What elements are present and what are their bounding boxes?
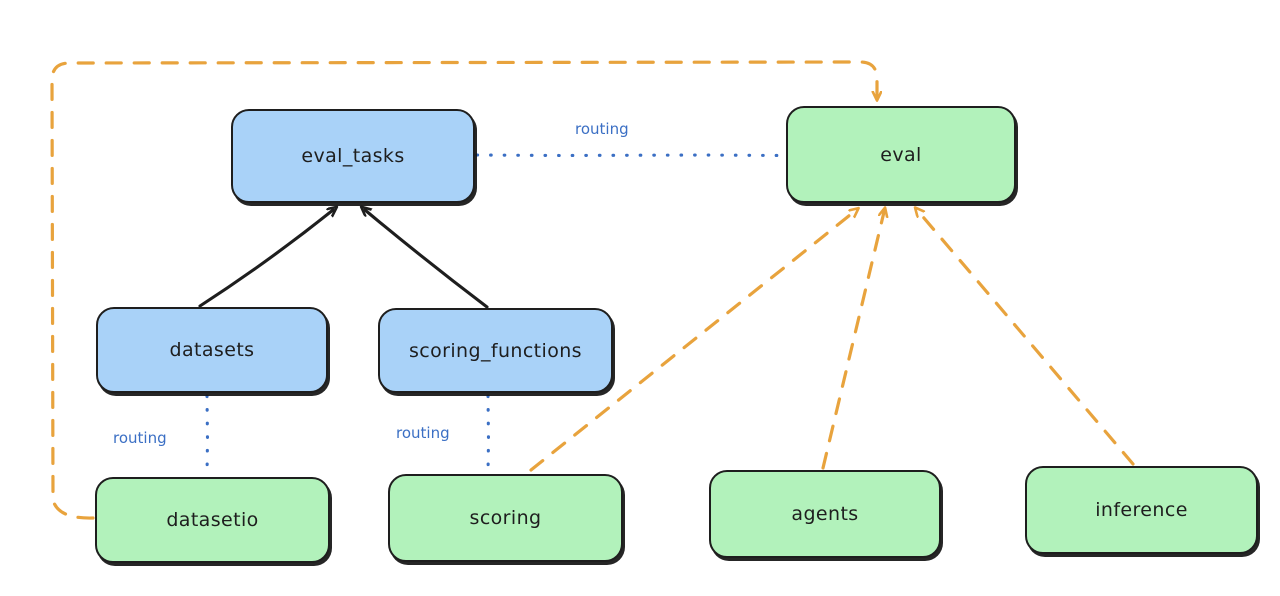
node-datasetio[interactable]: datasetio (95, 477, 330, 563)
node-inference[interactable]: inference (1025, 466, 1258, 554)
edge-datasets-to-eval_tasks (198, 210, 333, 308)
edge-datasetio-to-eval (50, 60, 877, 520)
edge-inference-to-eval (918, 211, 1135, 466)
edge-label-routing-scoring-functions: routing (396, 424, 450, 442)
node-eval[interactable]: eval (786, 106, 1016, 203)
node-agents[interactable]: agents (709, 470, 941, 558)
edge-agents-to-eval (821, 212, 884, 470)
node-label-agents: agents (791, 503, 859, 525)
edge-datasets-to-datasetio (205, 394, 210, 477)
node-datasets[interactable]: datasets (96, 307, 328, 393)
node-label-datasetio: datasetio (166, 509, 259, 531)
node-label-scoring: scoring (469, 507, 542, 529)
edge-label-routing-datasets: routing (113, 429, 167, 447)
node-label-eval: eval (880, 143, 922, 166)
node-label-inference: inference (1095, 499, 1188, 521)
edge-scoring_functions-to-scoring (486, 394, 491, 475)
node-label-datasets: datasets (169, 339, 255, 361)
edge-scoring-to-eval (529, 211, 855, 472)
node-scoring[interactable]: scoring (388, 474, 623, 562)
node-scoring-functions[interactable]: scoring_functions (378, 308, 613, 393)
edge-scoring_functions-to-eval_tasks (365, 210, 489, 309)
edge-label-routing-eval-tasks: routing (575, 120, 629, 138)
edge-eval_tasks-to-eval (475, 153, 786, 158)
node-label-eval-tasks: eval_tasks (301, 145, 405, 167)
node-eval-tasks[interactable]: eval_tasks (231, 109, 475, 203)
node-label-scoring-functions: scoring_functions (409, 339, 582, 362)
